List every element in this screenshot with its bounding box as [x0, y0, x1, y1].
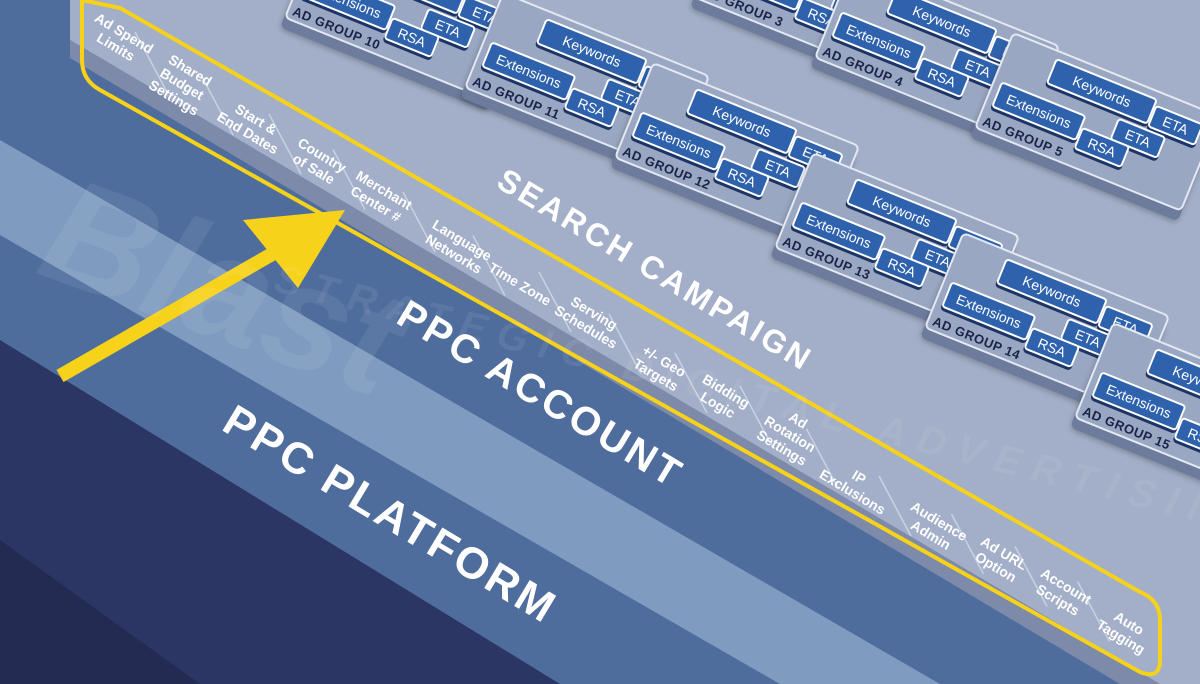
setting-divider	[1014, 546, 1048, 607]
setting-divider	[805, 428, 840, 490]
platform-edge	[0, 540, 200, 684]
campaign-side	[70, 40, 1160, 684]
setting-divider	[739, 385, 773, 447]
setting-divider	[608, 313, 642, 375]
setting-divider	[538, 271, 572, 333]
setting-divider	[200, 74, 234, 136]
arrow-icon	[56, 210, 345, 383]
setting-divider	[332, 149, 366, 210]
campaign-layer	[70, 0, 1200, 684]
setting-dividers	[134, 31, 1111, 642]
setting-divider	[878, 475, 912, 537]
setting-divider	[1076, 581, 1111, 642]
setting-divider	[134, 31, 168, 93]
setting-divider	[472, 235, 506, 296]
settings-highlight	[80, 0, 1162, 677]
setting-divider	[674, 352, 708, 414]
setting-divider	[950, 513, 985, 575]
setting-divider	[402, 191, 436, 253]
setting-divider	[268, 113, 302, 175]
